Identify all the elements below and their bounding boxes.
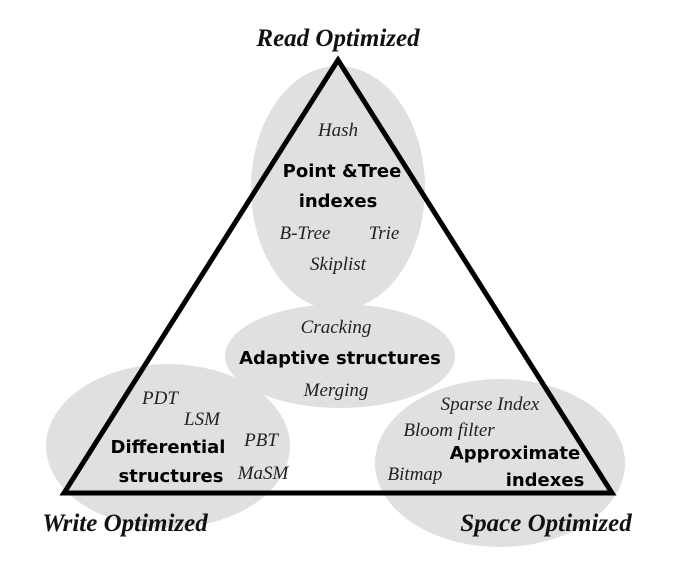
item-sparse-index: Sparse Index xyxy=(441,394,540,415)
item-hash: Hash xyxy=(317,120,358,141)
item-lsm: LSM xyxy=(183,409,221,430)
item-cracking: Cracking xyxy=(301,317,372,338)
item-btree: B-Tree xyxy=(279,223,330,244)
item-skiplist: Skiplist xyxy=(310,254,367,275)
write-group-title-line1: Differential xyxy=(111,437,226,458)
item-bloom-filter: Bloom filter xyxy=(403,420,495,441)
read-group-title-line2: indexes xyxy=(299,191,378,212)
item-masm: MaSM xyxy=(237,463,290,484)
item-pbt: PBT xyxy=(243,430,279,451)
space-optimized-ellipse xyxy=(375,379,625,547)
tradeoff-triangle xyxy=(59,55,617,496)
item-pdt: PDT xyxy=(141,388,179,409)
space-group-title-line2: indexes xyxy=(506,470,585,491)
read-group-title-line1: Point &Tree xyxy=(283,161,402,182)
item-bitmap: Bitmap xyxy=(388,464,443,485)
adaptive-group-title: Adaptive structures xyxy=(239,348,441,369)
adaptive-ellipse xyxy=(225,304,455,408)
corner-label-space: Space Optimized xyxy=(460,510,632,537)
corner-label-write: Write Optimized xyxy=(42,510,208,537)
item-trie: Trie xyxy=(369,223,400,244)
space-group-title-line1: Approximate xyxy=(450,443,580,464)
corner-label-read: Read Optimized xyxy=(255,25,420,52)
item-merging: Merging xyxy=(303,380,369,401)
write-optimized-ellipse xyxy=(46,364,290,528)
write-group-title-line2: structures xyxy=(119,466,224,487)
